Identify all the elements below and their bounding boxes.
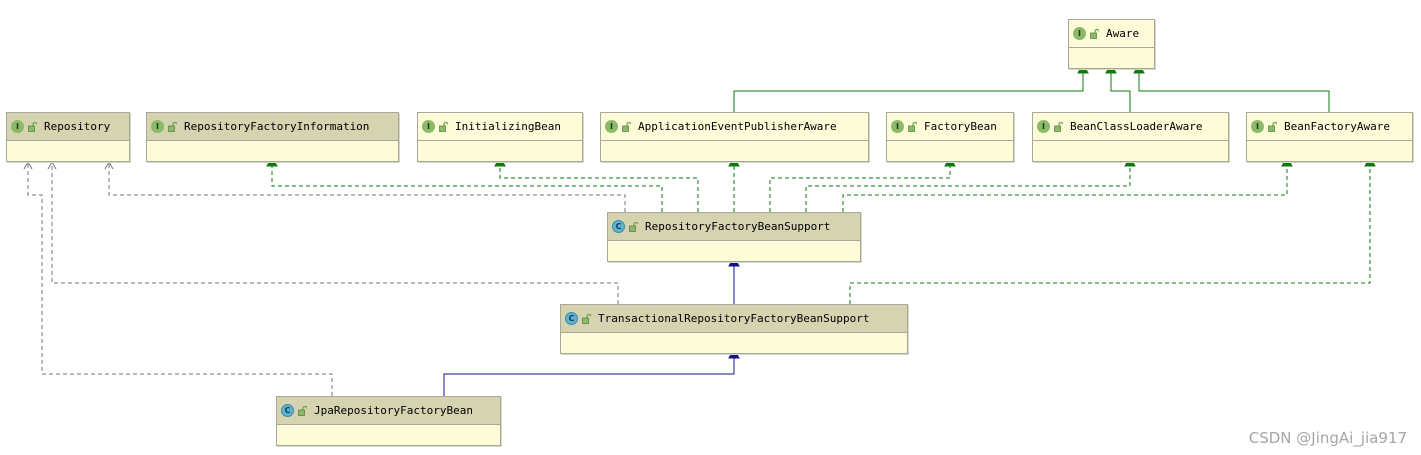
unlocked-icon	[582, 313, 591, 324]
edge-repo_factory_bean_support-to-factory_bean	[769, 155, 956, 212]
edge-tx_repo_factory_bean_support-to-repo_factory_bean_support	[728, 255, 740, 304]
node-header: I BeanFactoryAware	[1247, 113, 1412, 141]
unlocked-icon	[28, 121, 37, 132]
unlocked-icon	[1054, 121, 1063, 132]
node-name: FactoryBean	[924, 120, 997, 133]
unlocked-icon	[298, 405, 307, 416]
edge-tx_repo_factory_bean_support-to-repository	[47, 160, 619, 304]
node-header: I RepositoryFactoryInformation	[147, 113, 398, 141]
interface-badge-icon: I	[605, 120, 618, 133]
unlocked-icon	[439, 121, 448, 132]
edge-arrowhead	[47, 160, 57, 170]
edge-repo_factory_bean_support-to-repo_factory_info	[266, 155, 663, 212]
unlocked-icon	[168, 121, 177, 132]
node-header: I Aware	[1069, 20, 1154, 48]
node-repo-factory-info[interactable]: I RepositoryFactoryInformation	[146, 112, 399, 162]
node-name: RepositoryFactoryInformation	[184, 120, 370, 133]
interface-badge-icon: I	[11, 120, 24, 133]
node-bean-classloader-aware[interactable]: I BeanClassLoaderAware	[1032, 112, 1229, 162]
node-header: C TransactionalRepositoryFactoryBeanSuppo…	[561, 305, 907, 333]
edge-repo_factory_bean_support-to-bean_classloader_aware	[805, 155, 1136, 212]
edge-repo_factory_bean_support-to-app_event_publisher_aware	[728, 155, 740, 212]
edge-arrowhead	[104, 160, 114, 170]
edge-tx_repo_factory_bean_support-to-bean_factory_aware	[849, 155, 1376, 304]
interface-badge-icon: I	[151, 120, 164, 133]
node-bean-factory-aware[interactable]: I BeanFactoryAware	[1246, 112, 1413, 162]
node-name: ApplicationEventPublisherAware	[638, 120, 837, 133]
unlocked-icon	[908, 121, 917, 132]
edge-repo_factory_bean_support-to-bean_factory_aware	[842, 155, 1293, 212]
node-name: BeanFactoryAware	[1284, 120, 1390, 133]
unlocked-icon	[1268, 121, 1277, 132]
interface-badge-icon: I	[1251, 120, 1264, 133]
edge-app_event_publisher_aware-to-aware	[733, 62, 1089, 112]
node-name: TransactionalRepositoryFactoryBeanSuppor…	[598, 312, 870, 325]
node-tx-repo-factory-bean-support[interactable]: C TransactionalRepositoryFactoryBeanSuppo…	[560, 304, 908, 354]
edge-jpa_repo_factory_bean-to-tx_repo_factory_bean_support	[443, 347, 740, 396]
node-name: RepositoryFactoryBeanSupport	[645, 220, 831, 233]
interface-badge-icon: I	[1073, 27, 1086, 40]
node-jpa-repo-factory-bean[interactable]: C JpaRepositoryFactoryBean	[276, 396, 501, 446]
class-badge-icon: C	[612, 220, 625, 233]
edge-arrowhead	[23, 160, 33, 170]
edge-repo_factory_bean_support-to-repository	[104, 160, 626, 212]
node-header: C JpaRepositoryFactoryBean	[277, 397, 500, 425]
node-name: Aware	[1106, 27, 1140, 40]
edge-repo_factory_bean_support-to-initializing_bean	[494, 155, 699, 212]
node-name: BeanClassLoaderAware	[1070, 120, 1203, 133]
interface-badge-icon: I	[1037, 120, 1050, 133]
class-badge-icon: C	[281, 404, 294, 417]
edge-bean_factory_aware-to-aware	[1133, 62, 1330, 112]
node-name: JpaRepositoryFactoryBean	[314, 404, 473, 417]
unlocked-icon	[629, 221, 638, 232]
node-factory-bean[interactable]: I FactoryBean	[886, 112, 1014, 162]
node-repository[interactable]: I Repository	[6, 112, 130, 162]
watermark: CSDN @JingAi_jia917	[1248, 429, 1407, 447]
unlocked-icon	[1090, 28, 1099, 39]
node-name: InitializingBean	[455, 120, 561, 133]
node-header: I FactoryBean	[887, 113, 1013, 141]
node-name: Repository	[44, 120, 111, 133]
class-badge-icon: C	[565, 312, 578, 325]
node-header: I InitializingBean	[418, 113, 582, 141]
node-aware[interactable]: I Aware	[1068, 19, 1155, 69]
unlocked-icon	[622, 121, 631, 132]
interface-badge-icon: I	[891, 120, 904, 133]
edge-jpa_repo_factory_bean-to-repository	[23, 160, 333, 396]
node-header: I BeanClassLoaderAware	[1033, 113, 1228, 141]
node-repo-factory-bean-support[interactable]: C RepositoryFactoryBeanSupport	[607, 212, 861, 262]
interface-badge-icon: I	[422, 120, 435, 133]
node-header: I Repository	[7, 113, 129, 141]
node-initializing-bean[interactable]: I InitializingBean	[417, 112, 583, 162]
node-header: C RepositoryFactoryBeanSupport	[608, 213, 860, 241]
node-header: I ApplicationEventPublisherAware	[601, 113, 868, 141]
node-app-event-publisher-aware[interactable]: I ApplicationEventPublisherAware	[600, 112, 869, 162]
edge-bean_classloader_aware-to-aware	[1105, 62, 1131, 112]
